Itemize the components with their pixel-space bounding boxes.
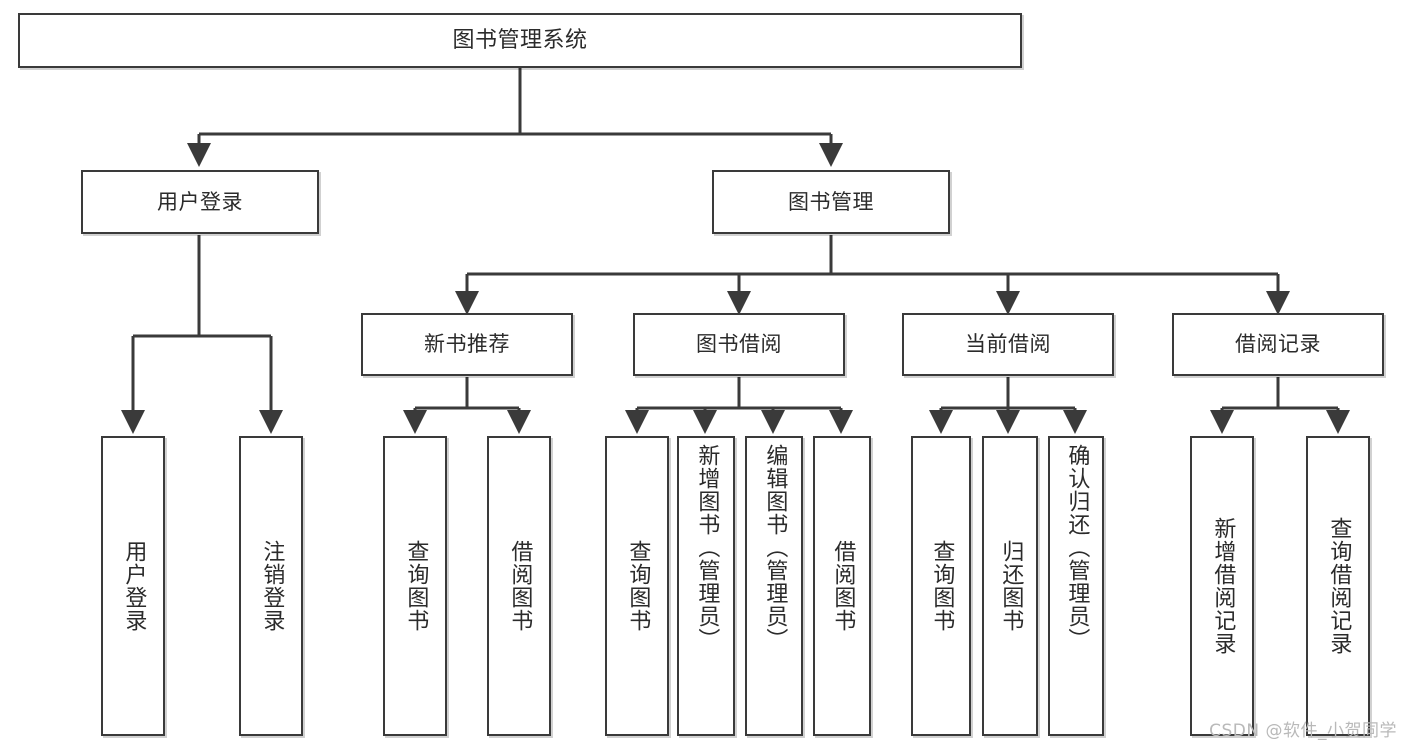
node-label: 新书推荐	[424, 332, 510, 357]
leaf-current-confirm-return[interactable]: 确认归还（管理员）	[1048, 436, 1104, 736]
node-borrow-record[interactable]: 借阅记录	[1172, 313, 1384, 376]
node-root-system[interactable]: 图书管理系统	[18, 13, 1022, 68]
leaf-borrow-borrow-book[interactable]: 借阅图书	[813, 436, 871, 736]
node-book-borrow[interactable]: 图书借阅	[633, 313, 845, 376]
leaf-user-login-logout[interactable]: 注销登录	[239, 436, 303, 736]
node-new-book-recommend[interactable]: 新书推荐	[361, 313, 573, 376]
leaf-record-query-record[interactable]: 查询借阅记录	[1306, 436, 1370, 736]
leaf-user-login-login[interactable]: 用户登录	[101, 436, 165, 736]
node-label: 查询图书	[625, 540, 651, 632]
leaf-current-query-book[interactable]: 查询图书	[911, 436, 971, 736]
leaf-borrow-query-book[interactable]: 查询图书	[605, 436, 669, 736]
node-label: 图书借阅	[696, 332, 782, 357]
node-label: 用户登录	[157, 189, 243, 214]
node-current-borrow[interactable]: 当前借阅	[902, 313, 1114, 376]
node-label: 借阅图书	[507, 540, 533, 632]
leaf-borrow-add-book[interactable]: 新增图书（管理员）	[677, 436, 735, 736]
node-label: 查询借阅记录	[1326, 517, 1352, 655]
leaf-new-book-borrow[interactable]: 借阅图书	[487, 436, 551, 736]
node-label: 编辑图书（管理员）	[762, 444, 788, 651]
node-label: 图书管理系统	[452, 27, 588, 53]
csdn-watermark: CSDN @软件_小贺同学	[1209, 721, 1397, 741]
leaf-record-add-record[interactable]: 新增借阅记录	[1190, 436, 1254, 736]
node-label: 图书管理	[788, 189, 874, 214]
node-label: 确认归还（管理员）	[1064, 444, 1090, 651]
leaf-new-book-query[interactable]: 查询图书	[383, 436, 447, 736]
node-label: 查询图书	[929, 540, 955, 632]
node-label: 借阅记录	[1235, 332, 1321, 357]
node-label: 借阅图书	[830, 540, 856, 632]
node-label: 新增图书（管理员）	[694, 444, 720, 651]
node-label: 新增借阅记录	[1210, 517, 1236, 655]
leaf-borrow-edit-book[interactable]: 编辑图书（管理员）	[745, 436, 803, 736]
node-label: 当前借阅	[965, 332, 1051, 357]
node-label: 归还图书	[998, 540, 1024, 632]
node-user-login[interactable]: 用户登录	[81, 170, 319, 234]
node-book-management[interactable]: 图书管理	[712, 170, 950, 234]
node-label: 用户登录	[121, 540, 147, 632]
node-label: 注销登录	[259, 540, 285, 632]
leaf-current-return-book[interactable]: 归还图书	[982, 436, 1038, 736]
node-label: 查询图书	[403, 540, 429, 632]
